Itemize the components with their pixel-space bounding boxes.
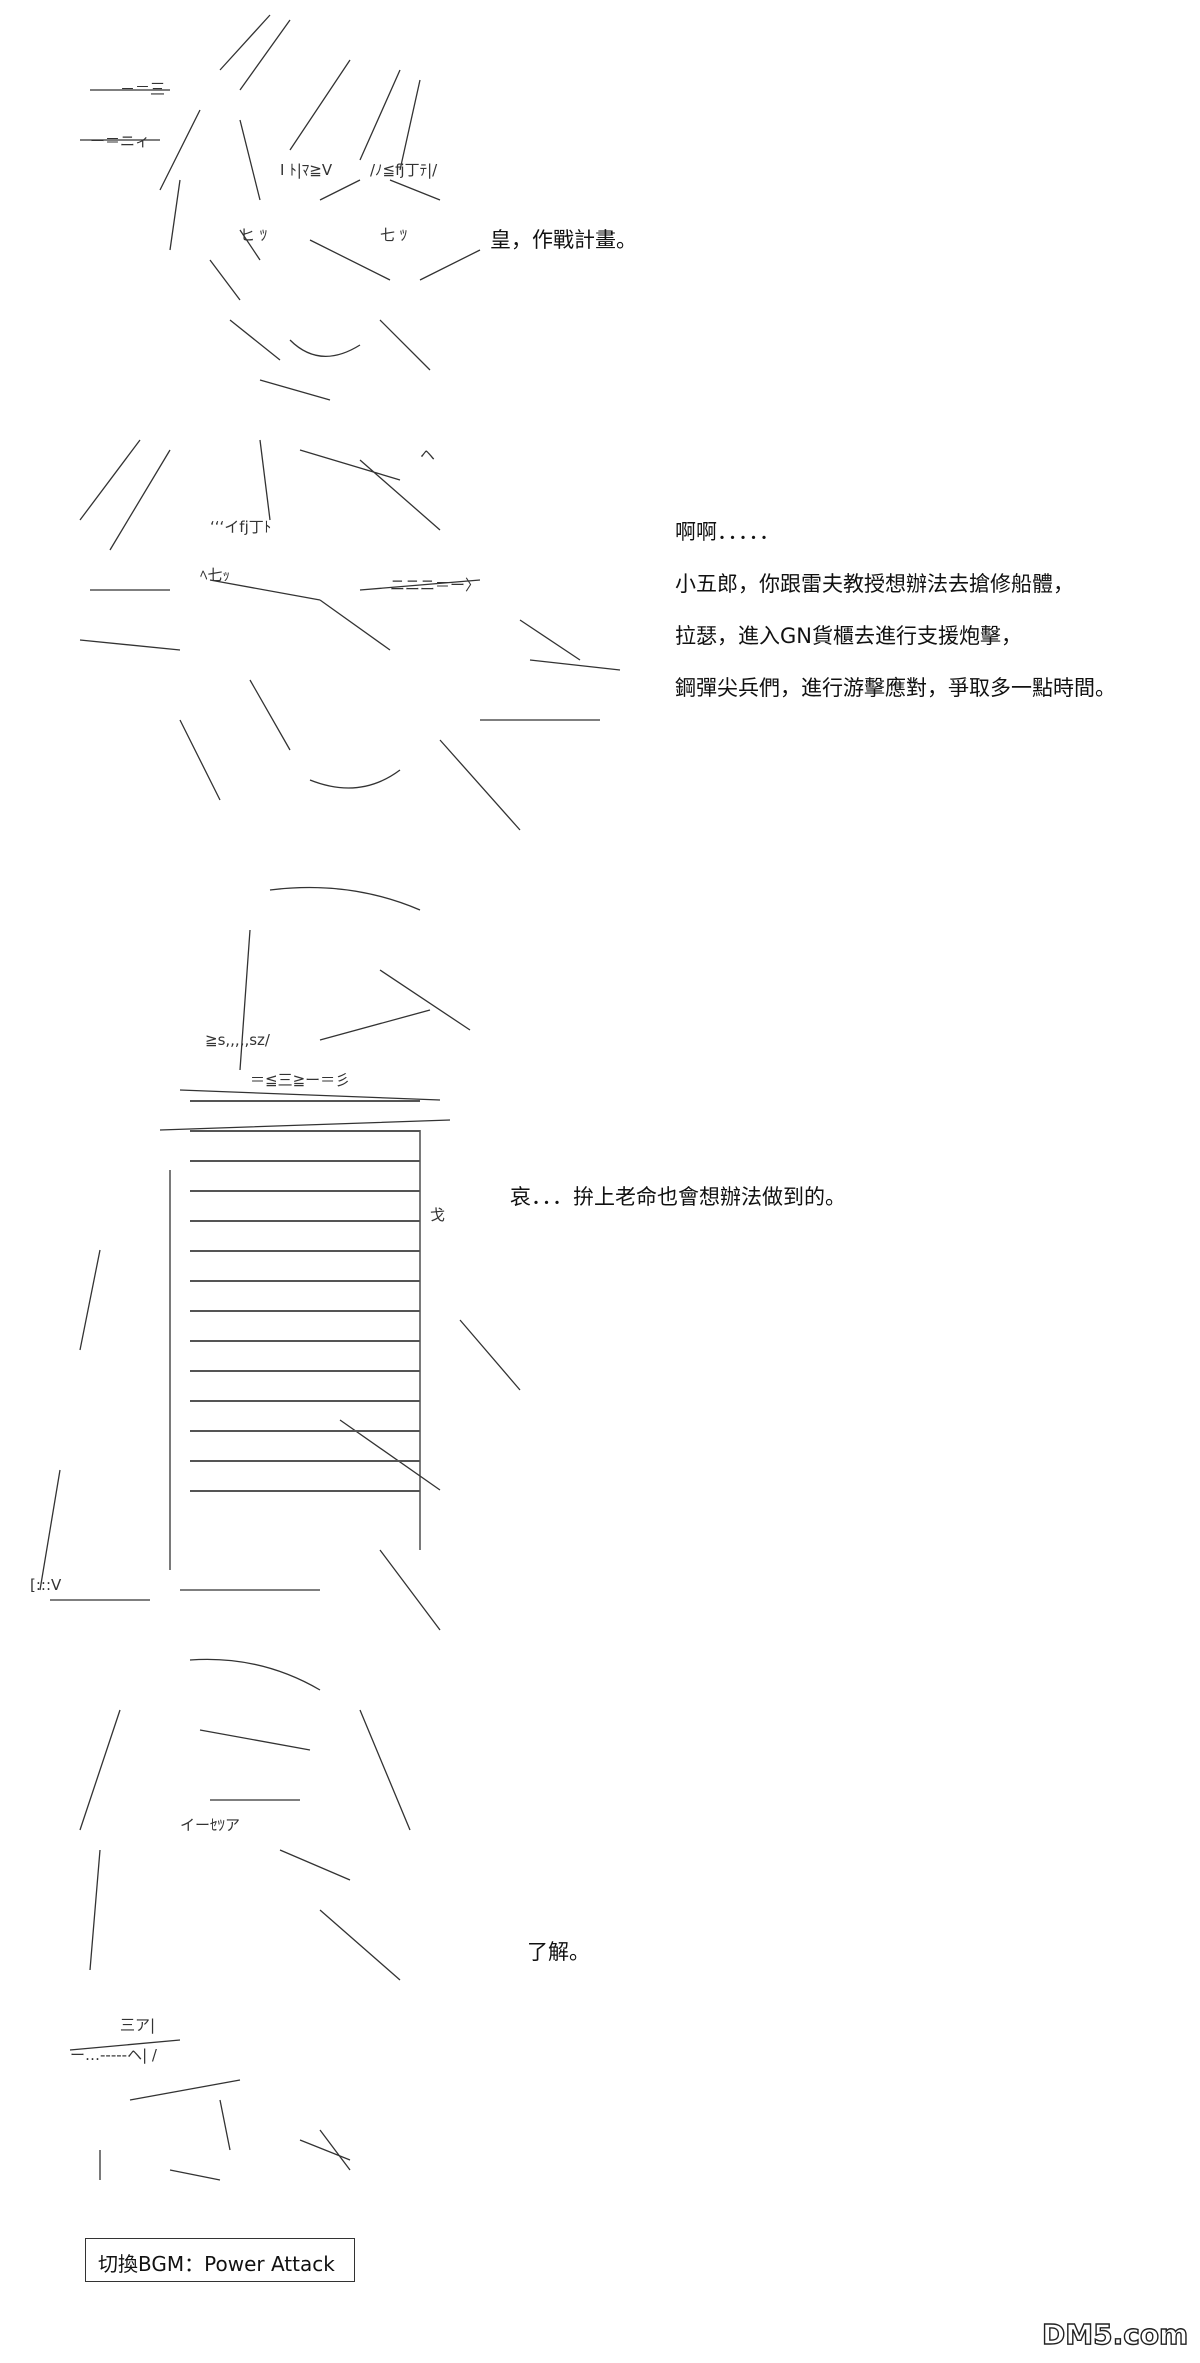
watermark-text: DM5.com bbox=[1042, 2318, 1188, 2351]
svg-text:＝≦三≧ー＝彡: ＝≦三≧ー＝彡 bbox=[250, 1071, 350, 1089]
dialogue-line: 哀．．．拚上老命也會想辦法做到的。 bbox=[510, 1185, 846, 1209]
svg-text:ー…-----ヘ| /: ー…-----ヘ| / bbox=[70, 2046, 158, 2064]
dialogue-line: 了解。 bbox=[527, 1940, 590, 1964]
svg-text:ー＝ニィ: ー＝ニィ bbox=[90, 132, 150, 150]
svg-text:三ア|: 三ア| bbox=[120, 2016, 155, 2034]
dialogue-line: 小五郎，你跟雷夫教授想辦法去搶修船體， bbox=[675, 572, 1074, 596]
svg-text:七 ﾂ: 七 ﾂ bbox=[380, 226, 407, 244]
panel-3: ≧s,,,,,sz/＝≦三≧ー＝彡 戈[:::V 哀．．．拚上老命也會想辦法做到… bbox=[0, 850, 1200, 1650]
panel-2: ‘‘‘イfj丁ﾄ ﾍ七ｯ ニニニ＝ー〉 ヘ 啊啊．．．．． 小五郎，你跟雷夫教授想辦… bbox=[0, 420, 1200, 850]
ascii-art-figure-3: ≧s,,,,,sz/＝≦三≧ー＝彡 戈[:::V bbox=[30, 886, 521, 1631]
panel-4: イーｾﾂア三ア| ー…-----ヘ| / 了解。 bbox=[0, 1650, 1200, 2210]
svg-text:イーｾﾂア: イーｾﾂア bbox=[180, 1816, 240, 1834]
ascii-art-figure-1: －＝三ー＝ニィ ヒ ﾂ 七 ﾂ I ﾄ|ﾏ≧V/ﾉ≦fj丁ﾃ|/ bbox=[80, 14, 481, 401]
dialogue-line: 皇，作戰計畫。 bbox=[490, 228, 637, 252]
svg-text:戈: 戈 bbox=[430, 1206, 445, 1224]
bgm-label: 切換BGM：Power Attack bbox=[98, 2252, 335, 2276]
svg-text:I ﾄ|ﾏ≧V: I ﾄ|ﾏ≧V bbox=[280, 161, 333, 179]
svg-text:ヒ ﾂ: ヒ ﾂ bbox=[240, 226, 267, 244]
dialogue-line: 鋼彈尖兵們，進行游擊應對，爭取多一點時間。 bbox=[675, 676, 1116, 700]
svg-text:/ﾉ≦fj丁ﾃ|/: /ﾉ≦fj丁ﾃ|/ bbox=[370, 161, 438, 179]
panel-1: －＝三ー＝ニィ ヒ ﾂ 七 ﾂ I ﾄ|ﾏ≧V/ﾉ≦fj丁ﾃ|/ 皇，作戰計畫。 bbox=[0, 0, 1200, 420]
svg-text:ﾍ七ｯ: ﾍ七ｯ bbox=[200, 566, 230, 584]
dialogue-line: 拉瑟，進入GN貨櫃去進行支援炮擊， bbox=[675, 624, 1022, 648]
svg-text:ヘ: ヘ bbox=[420, 446, 435, 464]
svg-text:ニニニ＝ー〉: ニニニ＝ー〉 bbox=[390, 576, 480, 594]
svg-text:‘‘‘イfj丁ﾄ: ‘‘‘イfj丁ﾄ bbox=[210, 518, 271, 536]
dialogue-line: 啊啊．．．．． bbox=[675, 520, 780, 544]
svg-text:≧s,,,,,sz/: ≧s,,,,,sz/ bbox=[205, 1031, 271, 1049]
watermark-logo: DM5.com bbox=[1040, 2310, 1190, 2354]
svg-text:－＝三: －＝三 bbox=[120, 80, 165, 98]
ascii-art-figure-2: ‘‘‘イfj丁ﾄ ﾍ七ｯ ニニニ＝ー〉 ヘ bbox=[79, 439, 621, 831]
svg-text:[:::V: [:::V bbox=[30, 1576, 62, 1594]
bgm-caption-box: 切換BGM：Power Attack bbox=[85, 2238, 355, 2282]
